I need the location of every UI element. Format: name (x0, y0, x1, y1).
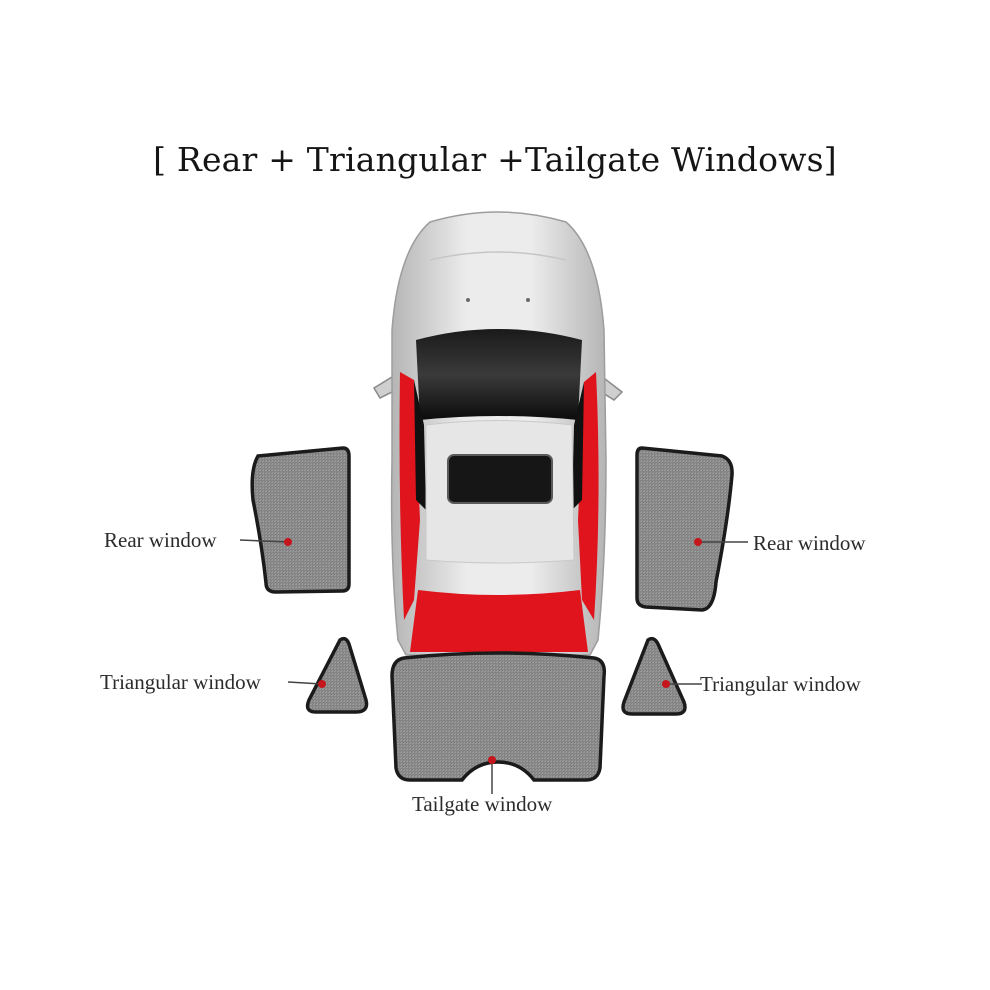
rear-window-left-label: Rear window (104, 528, 217, 552)
rear-window-right-shade (635, 446, 734, 612)
triangular-window-right-shade (621, 636, 687, 716)
page-title: [ Rear + Triangular +Tailgate Windows] (153, 140, 837, 179)
triangular-window-left-label: Triangular window (100, 670, 261, 694)
tailgate-window-label: Tailgate window (412, 792, 553, 816)
windshield (416, 329, 582, 420)
right-door-panel (578, 372, 599, 620)
left-door-panel (399, 372, 420, 620)
car-top-view (372, 211, 624, 656)
rear-window-left-shade (250, 446, 351, 594)
rear-window-right-label: Rear window (753, 531, 866, 555)
triangular-window-left-shade (305, 636, 369, 714)
tailgate-window-shade (390, 651, 607, 782)
pointers (239, 538, 748, 794)
rear-deck (410, 590, 588, 652)
triangular-window-right-label: Triangular window (700, 672, 861, 696)
sunroof (447, 454, 553, 504)
